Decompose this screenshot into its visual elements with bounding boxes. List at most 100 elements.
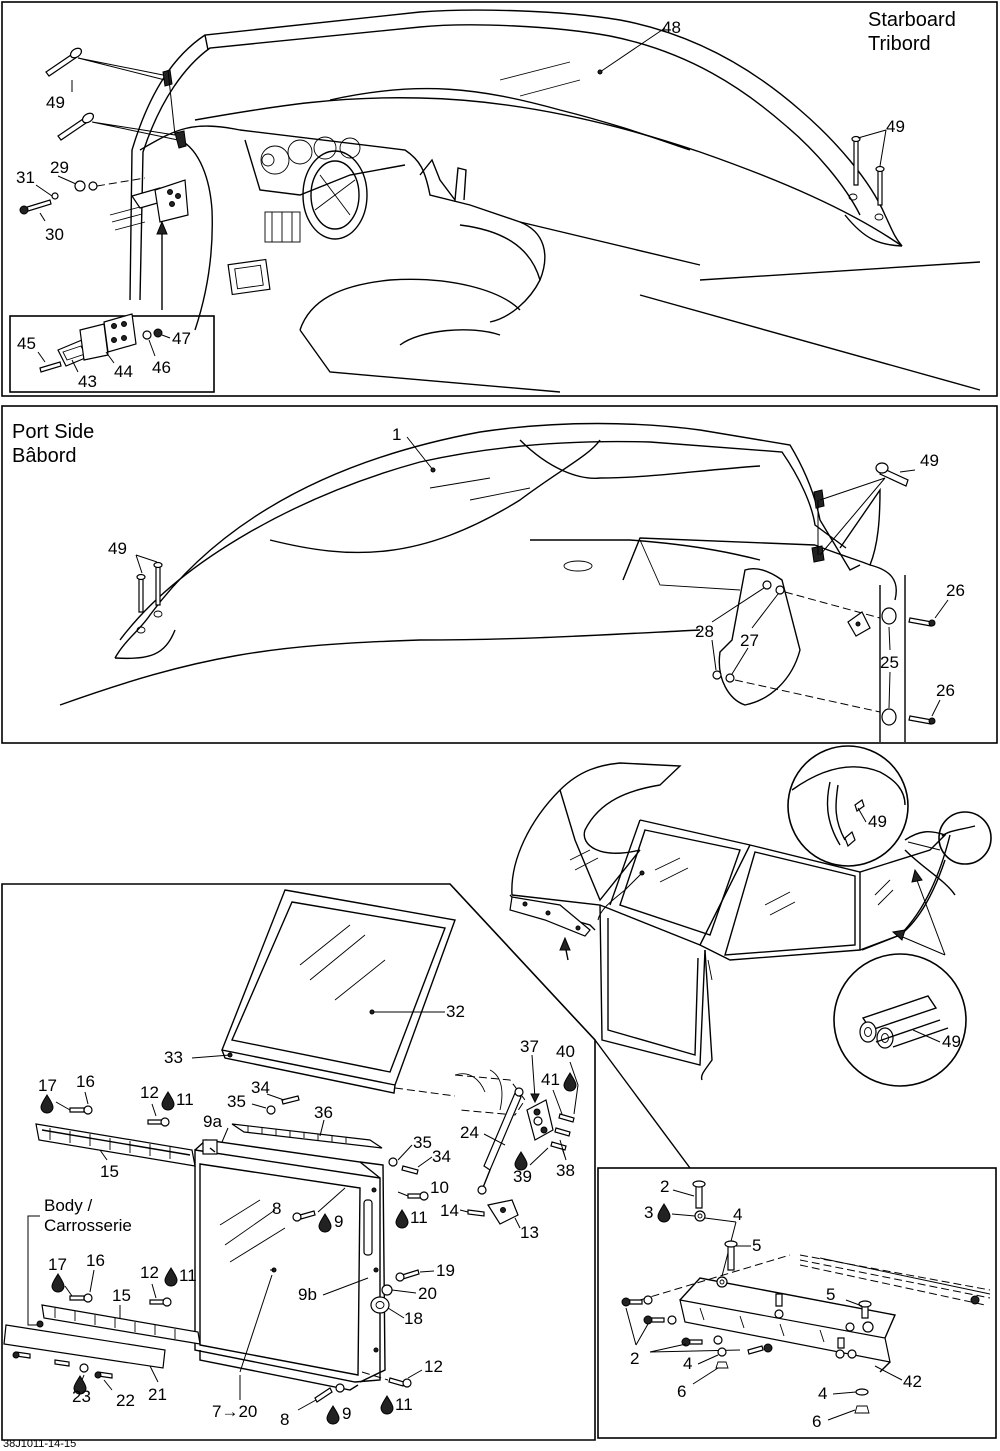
panel-port: Port Side Bâbord [1, 405, 998, 744]
callout-37: 37 [520, 1037, 539, 1056]
callout-49-port-left: 49 [108, 539, 127, 558]
callout-49-port-right: 49 [920, 451, 939, 470]
inset-switch-detail [9, 315, 215, 393]
callout-32: 32 [446, 1002, 465, 1021]
callout-5-top: 5 [752, 1236, 761, 1255]
callout-47: 47 [172, 329, 191, 348]
callout-25: 25 [880, 653, 899, 672]
sealant-drop-icon [563, 1072, 577, 1092]
sealant-drop-icon [326, 1405, 340, 1425]
sealant-drop-icon [164, 1267, 178, 1287]
callout-31: 31 [16, 168, 35, 187]
callout-16-lower: 16 [86, 1251, 105, 1270]
callout-46: 46 [152, 358, 171, 377]
callout-15-lower: 15 [112, 1286, 131, 1305]
hinge-strip-36 [231, 1123, 383, 1149]
callout-10: 10 [430, 1178, 449, 1197]
callout-29: 29 [50, 158, 69, 177]
screw-49-top [45, 47, 83, 77]
callout-8-upper: 8 [272, 1199, 281, 1218]
rail-15-lower [36, 1304, 201, 1345]
drawing-code: 38J1011-14-15 [3, 1438, 76, 1450]
bolts-2-left [621, 1295, 773, 1355]
screw-49-bottom [57, 112, 95, 141]
callout-48: 48 [662, 18, 681, 37]
callout-26-bottom: 26 [936, 681, 955, 700]
label-body-en: Body / [44, 1196, 92, 1215]
detail-circle-seal-clip [787, 745, 909, 867]
label-body-fr: Carrosserie [44, 1216, 132, 1235]
windshield-overview: 49 49 [509, 745, 992, 1087]
callout-14: 14 [440, 1201, 459, 1220]
heading-port-fr: Bâbord [12, 445, 77, 467]
panel-starboard: Starboard Tribord [1, 1, 998, 397]
callout-28: 28 [695, 622, 714, 641]
callout-3: 3 [644, 1203, 653, 1222]
callout-4-bottom-left: 4 [683, 1354, 692, 1373]
inset-switch-parts [39, 313, 163, 373]
screw-49-port-right [811, 462, 909, 563]
callout-27: 27 [740, 631, 759, 650]
callout-49-detail-top: 49 [868, 812, 887, 831]
callout-20: 20 [418, 1284, 437, 1303]
callout-4-bottom-right: 4 [818, 1384, 827, 1403]
upper-glass-panel-32 [221, 889, 526, 1116]
callout-26-top: 26 [946, 581, 965, 600]
callout-9-lower: 9 [342, 1404, 351, 1423]
callout-49-detail-bottom: 49 [942, 1032, 961, 1051]
callout-44: 44 [114, 362, 133, 381]
callout-6-bottom-left: 6 [677, 1382, 686, 1401]
callout-24: 24 [460, 1123, 479, 1142]
callout-12-lower-right: 12 [424, 1357, 443, 1376]
callout-11-upper: 11 [176, 1090, 194, 1109]
callout-2-bottom: 2 [630, 1349, 639, 1368]
hinge-bracket-37 [526, 1099, 554, 1141]
callout-30: 30 [45, 225, 64, 244]
callout-21: 21 [148, 1385, 167, 1404]
callout-42: 42 [903, 1372, 922, 1391]
callout-41: 41 [541, 1070, 560, 1089]
panel-port-frame [1, 405, 998, 744]
callout-34-upper: 34 [251, 1078, 270, 1097]
callout-13: 13 [520, 1223, 539, 1242]
callout-9-upper: 9 [334, 1212, 343, 1231]
sealant-drop-icon [161, 1091, 175, 1111]
callout-7-to-20: 7→20 [212, 1402, 257, 1421]
callout-9a: 9a [203, 1112, 222, 1131]
callout-43: 43 [78, 372, 97, 391]
panel-hinge-rail-frame [597, 1167, 997, 1439]
callout-22: 22 [116, 1391, 135, 1410]
callout-38: 38 [556, 1161, 575, 1180]
sealant-drop-icon [657, 1203, 671, 1223]
callout-4-top: 4 [733, 1205, 742, 1224]
panel-hinge-rail: 2 3 4 5 5 [597, 1167, 997, 1439]
port-hardware-25-28 [712, 580, 936, 726]
strip-21 [3, 1324, 166, 1379]
heading-starboard-en: Starboard [868, 9, 956, 31]
sealant-drop-icon [380, 1395, 394, 1415]
callout-16-upper: 16 [76, 1072, 95, 1091]
sealant-drop-icon [514, 1151, 528, 1171]
windshield-frame-port [59, 422, 906, 742]
callout-49-right: 49 [886, 117, 905, 136]
heading-port-en: Port Side [12, 421, 94, 443]
rail-15-upper [35, 1123, 196, 1167]
switch-assembly-29 [19, 177, 189, 231]
windshield-frame-starboard [129, 9, 903, 301]
gas-strut-24 [477, 1087, 524, 1195]
dashboard-starboard [139, 125, 981, 393]
callout-33: 33 [164, 1048, 183, 1067]
callout-9b: 9b [298, 1285, 317, 1304]
callout-11-mid: 11 [410, 1208, 428, 1227]
door-frame-lower-glass [194, 1139, 386, 1391]
heading-starboard-fr: Tribord [868, 33, 931, 55]
callout-19: 19 [436, 1261, 455, 1280]
detail-circle-seal-profile [833, 953, 967, 1087]
callout-40: 40 [556, 1042, 575, 1061]
callout-49-left-a: 49 [46, 93, 65, 112]
sealant-drop-icon [395, 1209, 409, 1229]
panel-starboard-frame [1, 1, 998, 397]
callout-34-lower: 34 [432, 1147, 451, 1166]
panel-door-exploded: 32 33 36 35 34 15 17 16 1 [1, 883, 691, 1441]
